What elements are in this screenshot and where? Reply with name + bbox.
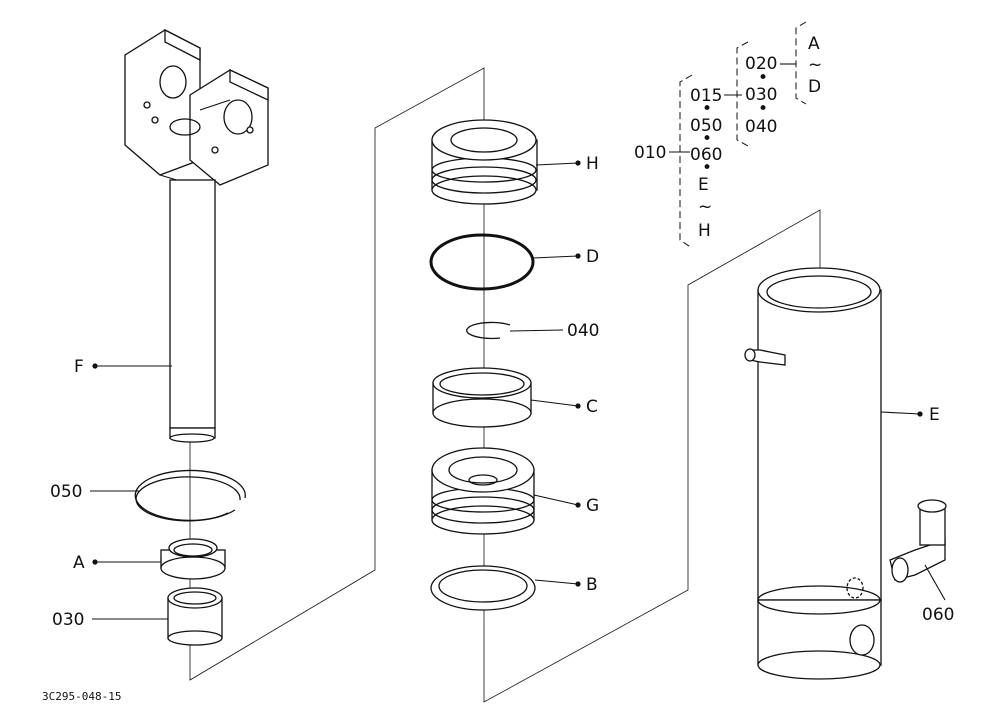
label-c: C [586, 397, 598, 417]
legend-dot-5: • [758, 99, 768, 119]
legend-root: 010 [634, 143, 666, 163]
leader-lines [90, 162, 946, 620]
ring-b [430, 565, 536, 611]
snap-ring-040 [466, 321, 511, 340]
piston-rod [169, 179, 216, 443]
o-ring-d [429, 233, 535, 291]
legend-l2-1: 030 [745, 85, 777, 105]
label-e: E [929, 405, 940, 425]
legend-l1-2: 060 [690, 145, 722, 165]
piston-g [431, 447, 535, 535]
cylinder-tube-e [744, 267, 882, 680]
legend-l1-5: H [698, 221, 711, 241]
gland-h [431, 119, 538, 205]
legend-dot-1: • [702, 99, 712, 119]
label-b: B [586, 575, 598, 595]
label-050: 050 [50, 482, 82, 502]
label-h: H [586, 154, 599, 174]
label-d: D [586, 247, 599, 267]
bushing-030 [167, 587, 223, 646]
legend-dot-3: • [702, 158, 712, 178]
legend-l2-2: 040 [745, 117, 777, 137]
label-g: G [586, 496, 599, 516]
legend-l2-0: 020 [745, 54, 777, 74]
callout-labels: F 050 A 030 H D 040 C G B E 060 [50, 154, 954, 630]
diagram-code: 3C295-048-15 [42, 690, 121, 703]
legend-l1-1: 050 [690, 116, 722, 136]
legend-l3-2: D [808, 77, 821, 97]
elbow-fitting-060 [889, 499, 947, 583]
leader-dots [92, 160, 923, 587]
bushing-a [160, 538, 226, 580]
legend-l1-3: E [698, 175, 709, 195]
legend-l3-1: ~ [808, 55, 822, 75]
legend-l3-0: A [808, 34, 820, 54]
label-060: 060 [922, 605, 954, 625]
label-a: A [73, 553, 85, 573]
hierarchy-legend: 010 015 • 050 • 060 • E ~ H 020 • 030 • … [634, 21, 822, 249]
ring-c [432, 367, 532, 428]
legend-l1-4: ~ [698, 197, 712, 217]
label-f: F [74, 357, 84, 377]
label-040: 040 [567, 321, 599, 341]
label-030: 030 [52, 610, 84, 630]
legend-l1-0: 015 [690, 86, 722, 106]
legend-dot-2: • [702, 129, 712, 149]
legend-dot-4: • [758, 68, 768, 88]
clevis-rod-end [124, 28, 269, 191]
